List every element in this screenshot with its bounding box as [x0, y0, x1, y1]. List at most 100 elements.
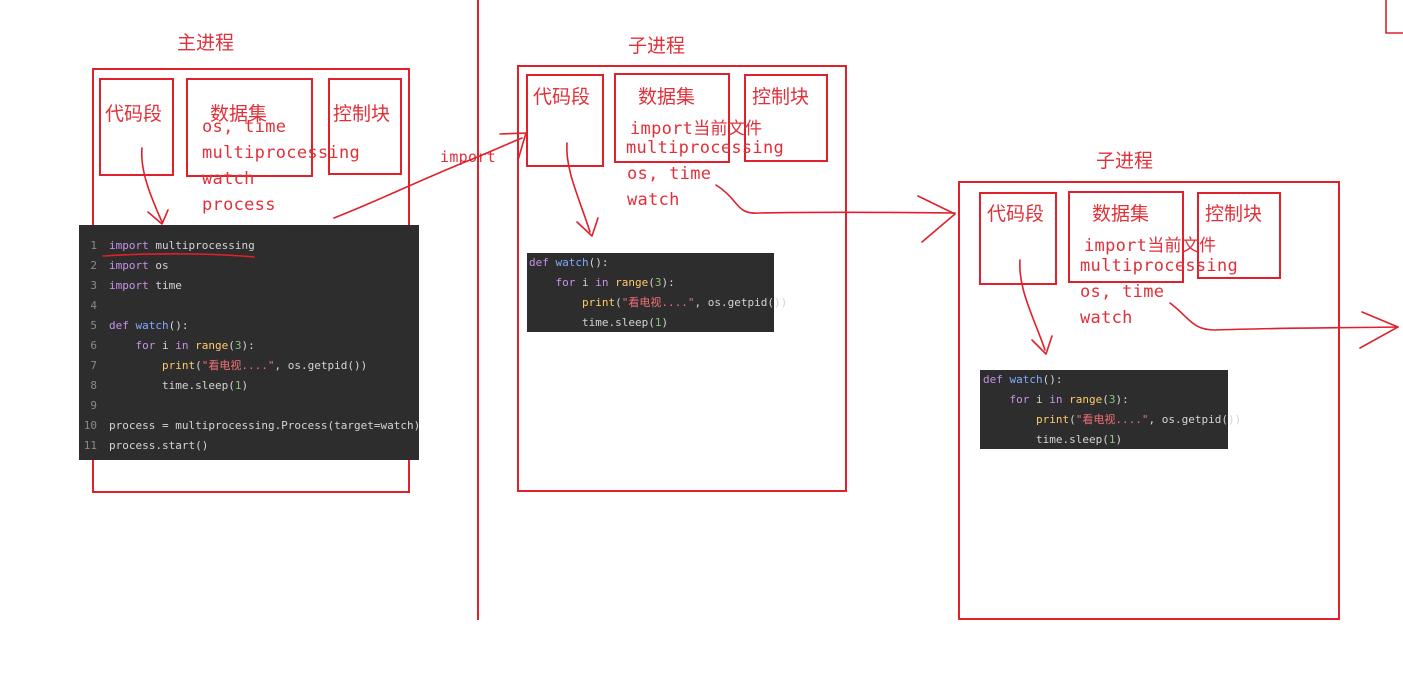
child1-data-set-label: 数据集 [638, 86, 696, 108]
main-data-set-label: 数据集 [210, 103, 268, 125]
child1-to-child2-arrowhead [917, 195, 956, 243]
main-code-segment-box [99, 78, 174, 176]
line-number: 7 [90, 359, 97, 372]
child2-data-line: watch [1080, 308, 1133, 328]
code-line: 10 process = multiprocessing.Process(targ… [79, 416, 421, 436]
code-line: 11 process.start() [79, 436, 419, 456]
main-data-line: process [202, 195, 276, 215]
child2-down-arrowhead [1031, 335, 1053, 355]
child2-data-set-label: 数据集 [1092, 203, 1150, 225]
child1-process-title: 子进程 [628, 35, 686, 57]
code-text: def watch(): [529, 256, 609, 269]
child2-outgoing-arrowhead [1359, 311, 1399, 349]
child1-process-box [517, 65, 847, 492]
child2-down-arrow [1019, 259, 1046, 351]
code-text: import time [109, 279, 182, 292]
code-text: process = multiprocessing.Process(target… [109, 419, 421, 432]
code-text: print("看电视....", os.getpid()) [581, 296, 788, 309]
main-process-title: 主进程 [177, 32, 235, 54]
child2-data-line: multiprocessing [1080, 256, 1239, 276]
main-to-child1-arrow [333, 137, 523, 219]
child2-code-segment-box [979, 192, 1057, 285]
code-line: 2 import os [79, 256, 419, 276]
child2-process-box [958, 181, 1340, 620]
code-line: print("看电视....", os.getpid()) [527, 293, 787, 313]
child2-data-line: os, time [1080, 282, 1165, 302]
import-underline [102, 253, 255, 258]
child1-control-block-label: 控制块 [752, 86, 810, 108]
main-code-segment-label: 代码段 [105, 103, 163, 125]
code-line: 6 for i in range(3): [79, 336, 419, 356]
code-text: print("看电视....", os.getpid()) [1035, 413, 1242, 426]
child1-control-block-box [744, 74, 828, 162]
code-text: time.sleep(1) [983, 433, 1123, 446]
main-control-block-box [328, 78, 402, 175]
code-line: 7 print("看电视....", os.getpid()) [79, 356, 419, 376]
child1-data-line: watch [627, 190, 680, 210]
code-line: 3 import time [79, 276, 419, 296]
line-number: 3 [90, 279, 97, 292]
main-down-arrowhead [147, 209, 169, 225]
main-data-line: multiprocessing [202, 143, 361, 163]
line-number: 8 [90, 379, 97, 392]
child2-control-block-label: 控制块 [1205, 203, 1263, 225]
code-text: for i in range(3): [555, 276, 675, 289]
child2-outgoing-arrow [1169, 302, 1399, 331]
child2-data-line: import当前文件 [1084, 236, 1217, 256]
child2-process-title: 子进程 [1096, 150, 1154, 172]
line-number: 4 [90, 299, 97, 312]
code-line: 8 time.sleep(1) [79, 376, 419, 396]
child1-data-line: multiprocessing [626, 138, 785, 158]
main-down-arrow [140, 147, 163, 223]
code-line: for i in range(3): [527, 273, 774, 293]
code-text: time.sleep(1) [109, 379, 249, 392]
child2-data-set-box [1068, 191, 1184, 283]
child1-data-line: os, time [627, 164, 712, 184]
code-line: for i in range(3): [980, 390, 1228, 410]
code-text: def watch(): [109, 319, 189, 332]
child1-down-arrow [566, 142, 591, 233]
code-line: 4 [79, 296, 419, 316]
code-text: print("看电视....", os.getpid()) [161, 359, 368, 372]
child2-control-block-box [1197, 192, 1281, 279]
code-text: for i in range(3): [135, 339, 255, 352]
child1-code-panel: def watch(): for i in range(3): print("看… [527, 253, 787, 333]
corner-mark [1385, 0, 1403, 34]
code-line: 9 [79, 396, 419, 416]
code-text: def watch(): [983, 373, 1063, 386]
main-data-set-box [186, 78, 313, 177]
code-text: process.start() [109, 439, 209, 452]
line-number: 2 [90, 259, 97, 272]
line-number: 9 [90, 399, 97, 412]
import-arrow-label: import [440, 148, 496, 166]
code-line: time.sleep(1) [980, 430, 1228, 450]
main-control-block-label: 控制块 [333, 103, 391, 125]
code-line: def watch(): [527, 253, 774, 273]
vertical-divider [477, 0, 479, 620]
child1-data-line: import当前文件 [630, 119, 763, 139]
code-text: for i in range(3): [1009, 393, 1129, 406]
code-text: import os [109, 259, 169, 272]
child1-code-segment-box [526, 74, 604, 167]
child1-code-segment-label: 代码段 [533, 86, 591, 108]
line-number: 11 [83, 439, 97, 452]
code-text: import multiprocessing [109, 239, 255, 252]
code-line: 5 def watch(): [79, 316, 419, 336]
line-number: 5 [90, 319, 97, 332]
code-line: print("看电视....", os.getpid()) [980, 410, 1241, 430]
child1-down-arrowhead [576, 217, 599, 237]
child1-data-set-box [614, 73, 730, 163]
child2-code-segment-label: 代码段 [987, 203, 1045, 225]
code-text: time.sleep(1) [529, 316, 669, 329]
line-number: 10 [83, 419, 97, 432]
code-line: def watch(): [980, 370, 1228, 390]
child1-to-child2-arrow [715, 184, 956, 214]
main-to-child1-arrowhead [499, 132, 527, 161]
line-number: 6 [90, 339, 97, 352]
child2-code-panel: def watch(): for i in range(3): print("看… [980, 370, 1241, 450]
code-line: time.sleep(1) [527, 313, 774, 333]
main-data-line: os, time [202, 117, 287, 137]
